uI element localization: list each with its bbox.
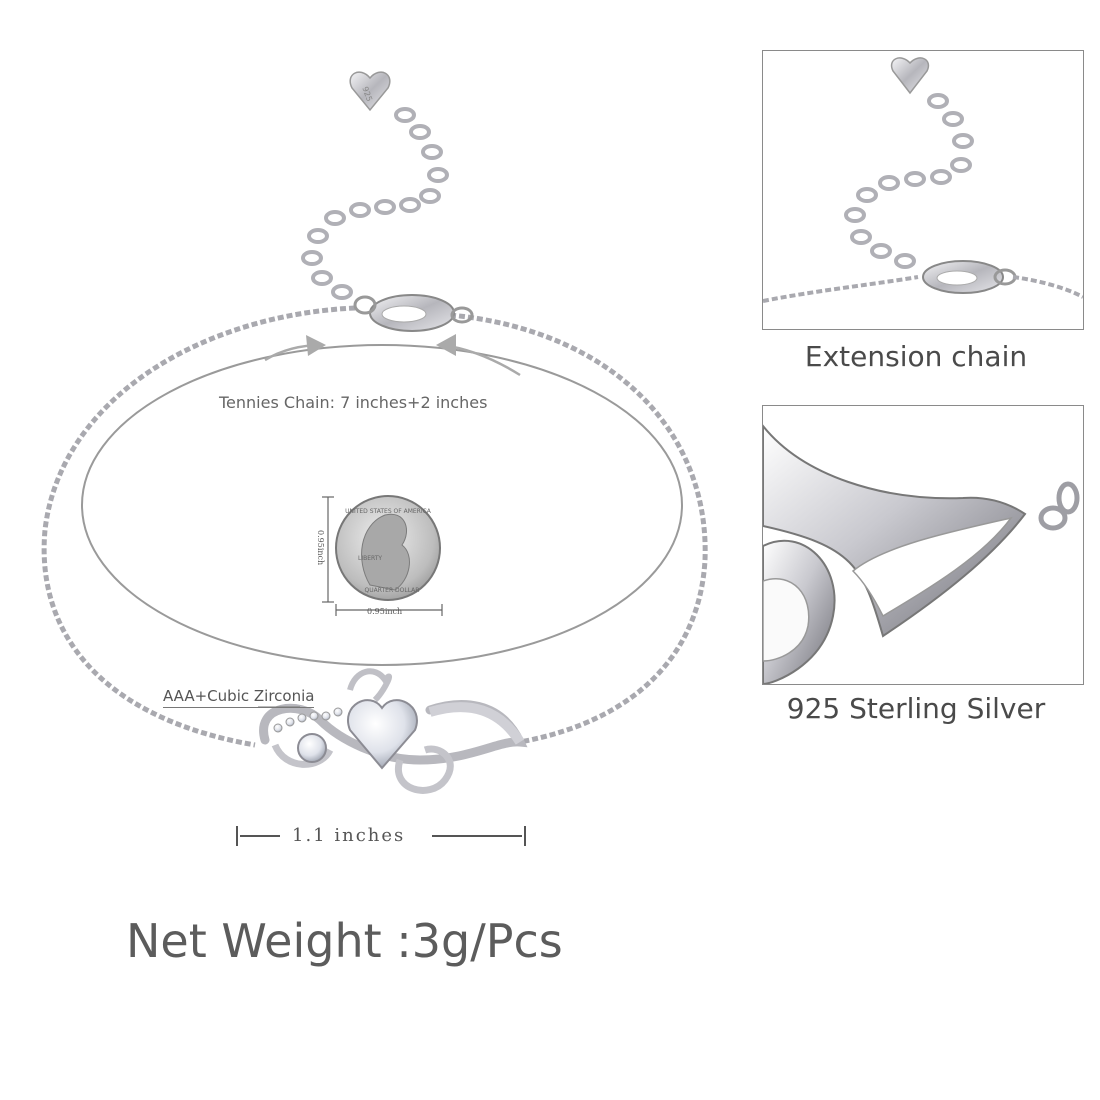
sterling-silver-panel: [762, 405, 1084, 685]
svg-text:LIBERTY: LIBERTY: [358, 555, 382, 562]
svg-text:QUARTER DOLLAR: QUARTER DOLLAR: [365, 587, 420, 594]
cubic-zirconia-label: AAA+Cubic Zirconia: [163, 687, 315, 708]
sterling-silver-caption: 925 Sterling Silver: [786, 692, 1046, 725]
extension-chain-panel: [762, 50, 1084, 330]
net-weight-label: Net Weight :3g/Pcs: [126, 914, 563, 968]
extension-chain-caption: Extension chain: [804, 340, 1028, 373]
pendant-closeup: [763, 424, 1080, 684]
pendant-width-label: 1.1 inches: [292, 825, 406, 846]
svg-text:UNITED STATES OF AMERICA: UNITED STATES OF AMERICA: [345, 508, 432, 515]
bracelet-illustration: 925 UNITED STATES OF AMERICA LIBERTY QUA…: [41, 71, 708, 846]
butterfly-pendant: [259, 668, 528, 794]
extension-chain-closeup: [763, 57, 1083, 303]
lobster-clasp-icon: [922, 260, 1017, 294]
quarter-coin: UNITED STATES OF AMERICA LIBERTY QUARTER…: [335, 495, 441, 601]
svg-text:0.95inch: 0.95inch: [367, 607, 402, 616]
lobster-clasp-icon: [353, 294, 474, 332]
heart-tag-icon: [890, 57, 930, 95]
extension-chain-links: [844, 93, 974, 269]
bracelet-chain-right: [449, 312, 708, 745]
pendant-dimension-line: [236, 826, 526, 846]
coin-dimension-lines: [322, 496, 443, 616]
extension-chain: [301, 107, 449, 300]
svg-text:0.95inch: 0.95inch: [316, 530, 325, 565]
chain-length-label: Tennies Chain: 7 inches+2 inches: [219, 393, 488, 412]
bracelet-chain: [41, 305, 356, 748]
measure-oval: [81, 344, 683, 666]
heart-tag-icon: 925: [349, 71, 391, 112]
